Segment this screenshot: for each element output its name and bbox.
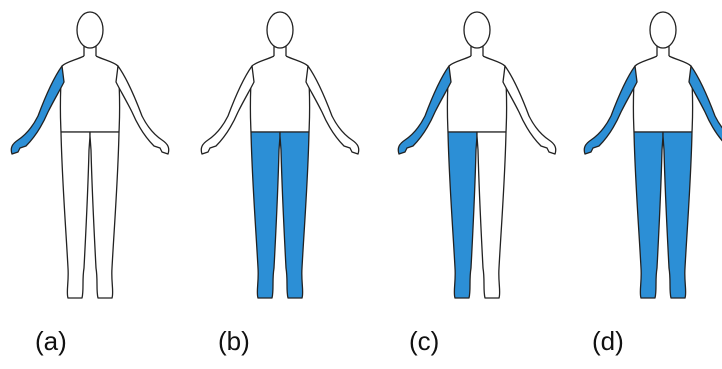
right-arm-region — [584, 66, 637, 154]
left-arm-region — [689, 66, 722, 154]
right-leg-region — [251, 132, 280, 298]
right-arm-region — [11, 66, 64, 154]
torso-outline — [60, 56, 119, 132]
left-leg-region — [477, 132, 506, 298]
right-leg-region — [448, 132, 477, 298]
torso-outline — [633, 56, 692, 132]
caption-c: (c) — [409, 326, 439, 356]
torso-outline — [447, 56, 506, 132]
head-outline — [464, 12, 490, 48]
head-outline — [77, 12, 103, 48]
left-leg-region — [280, 132, 309, 298]
right-arm-region — [201, 66, 254, 154]
head-outline — [650, 12, 676, 48]
figure-d — [584, 12, 722, 298]
figure-a — [11, 12, 169, 298]
right-leg-region — [61, 132, 90, 298]
torso-outline — [250, 56, 309, 132]
figure-c — [398, 12, 556, 298]
left-leg-region — [663, 132, 692, 298]
left-leg-region — [90, 132, 119, 298]
left-arm-region — [503, 66, 556, 154]
left-arm-region — [116, 66, 169, 154]
caption-b: (b) — [218, 326, 250, 356]
right-arm-region — [398, 66, 451, 154]
caption-a: (a) — [35, 326, 67, 356]
caption-d: (d) — [592, 326, 624, 356]
head-outline — [267, 12, 293, 48]
left-arm-region — [306, 66, 359, 154]
right-leg-region — [634, 132, 663, 298]
figure-b — [201, 12, 359, 298]
